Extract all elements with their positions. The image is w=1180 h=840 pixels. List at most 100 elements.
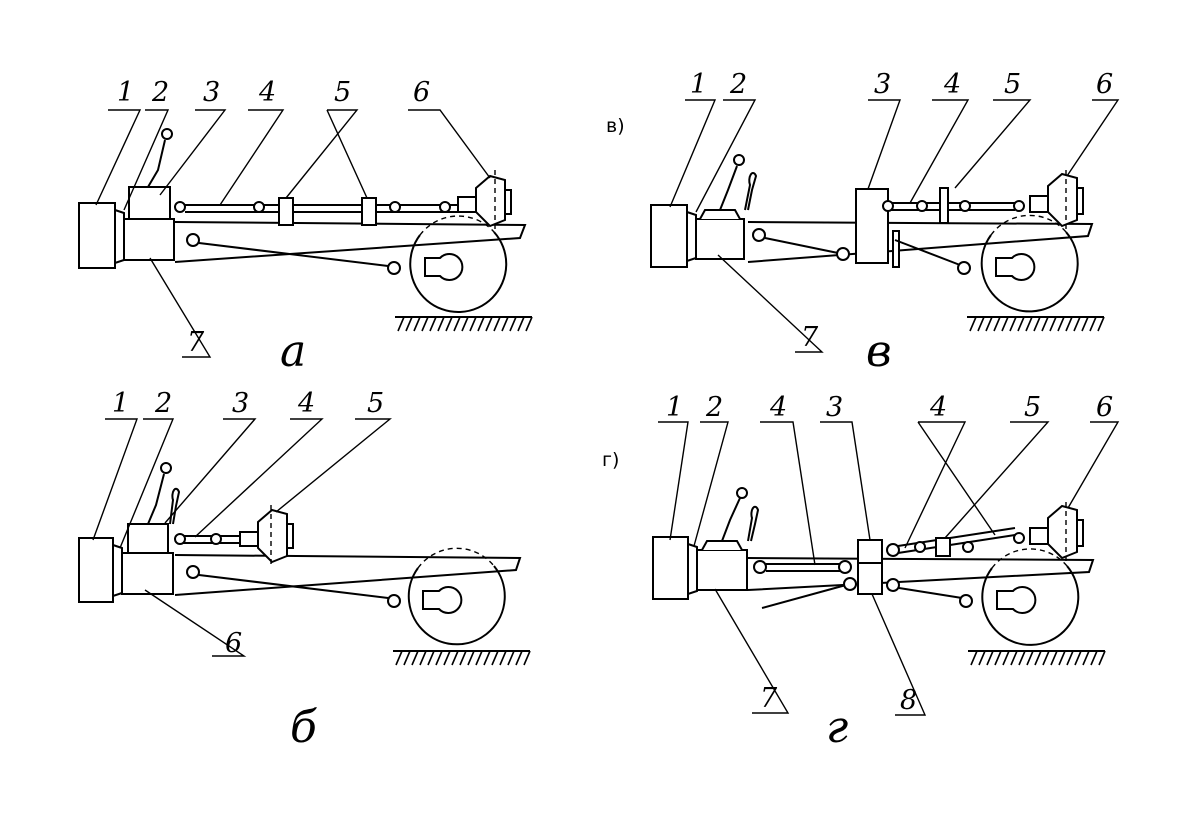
final-drive-v: [1047, 172, 1078, 228]
label-b-3: 3: [232, 388, 249, 419]
ground-hatch-b: [395, 650, 531, 666]
front-drive-cover-b: [287, 523, 294, 549]
aux-lever-g: [747, 505, 760, 542]
joint-a3: [389, 201, 401, 213]
gear-lever-a: [147, 139, 166, 188]
rear-shaft-g1: [766, 563, 840, 572]
leaders-v: [669, 99, 1120, 353]
pivot-b2: [387, 594, 401, 608]
front-shaft-g: [761, 584, 847, 609]
link-rod-v2: [894, 239, 961, 266]
gear-lever-v: [719, 165, 738, 211]
front-drive-b: [257, 508, 288, 564]
aux-lever-v: [744, 172, 758, 211]
label-g-1: 1: [666, 392, 683, 423]
ground-hatch-v: [969, 316, 1105, 332]
link-rod-b: [198, 574, 389, 599]
label-v-4: 4: [943, 69, 961, 100]
final-drive-g: [1047, 504, 1078, 560]
panel-a: 1 2 3 4 5 6 7 а: [78, 77, 533, 377]
final-drive-cover-v: [1077, 187, 1084, 215]
gearbox-top-g: [701, 540, 743, 551]
leaders-b: [92, 418, 392, 657]
wheel-b: [407, 565, 506, 646]
wheel-a: [409, 231, 508, 313]
caption-v: в: [866, 326, 892, 377]
final-drive-cover-a: [505, 189, 512, 215]
support-bearing-a1: [278, 197, 294, 226]
gear-lever-g: [721, 497, 741, 542]
label-v-5: 5: [1004, 69, 1021, 100]
label-g-4b: 4: [929, 392, 947, 423]
label-a-2: 2: [151, 77, 169, 108]
engine-v: [650, 204, 688, 268]
gearbox-a: [123, 218, 175, 261]
joint-g3: [962, 541, 974, 553]
pivot-g2: [838, 560, 852, 574]
joint-b1: [174, 533, 186, 545]
joint-g2: [914, 541, 926, 553]
support-bearing-a2: [361, 197, 377, 226]
aux-lever-b: [169, 487, 181, 525]
gear-lever-b: [147, 473, 165, 525]
label-g-4a: 4: [769, 392, 787, 423]
leaders-g: [658, 421, 1120, 716]
engine-g: [652, 536, 689, 600]
clutch-g: [687, 542, 698, 596]
label-g-5: 5: [1024, 392, 1041, 423]
hub-g: [996, 586, 1037, 614]
label-b-5: 5: [367, 388, 384, 419]
hub-a: [424, 253, 464, 281]
joint-a4: [439, 201, 451, 213]
transfer-case-v: [855, 188, 889, 264]
joint-v2: [916, 200, 928, 212]
joint-v3: [959, 200, 971, 212]
label-v-2: 2: [729, 69, 747, 100]
pivot-g1: [753, 560, 767, 574]
pivot-g3: [843, 577, 857, 591]
joint-a2: [253, 201, 265, 213]
brake-disc-v: [892, 230, 900, 268]
panel-g: г) 1 2 4 3: [602, 392, 1120, 753]
clutch-a: [114, 208, 125, 265]
joint-b2: [210, 533, 222, 545]
pivot-v1: [752, 228, 766, 242]
label-g-6: 6: [1096, 392, 1113, 423]
link-rod-v1: [764, 237, 839, 254]
label-v-7: 7: [801, 322, 819, 353]
frame-v: [747, 221, 1094, 263]
transfer-case-g: [857, 539, 883, 595]
link-rod-g: [898, 587, 963, 599]
joint-g4: [1013, 532, 1025, 544]
label-v-6: 6: [1096, 69, 1113, 100]
ground-hatch-a: [397, 316, 533, 332]
joint-a1: [174, 201, 186, 213]
wheel-hidden-a: [419, 215, 495, 236]
joint-v1: [882, 200, 894, 212]
leaders-a: [95, 109, 491, 358]
lever-knob-b: [160, 462, 172, 474]
wheel-hidden-v: [990, 214, 1067, 236]
gearbox-v: [695, 218, 745, 260]
gearbox-b: [121, 552, 174, 595]
label-a-7: 7: [187, 327, 205, 358]
caption-b: б: [290, 702, 317, 753]
sublabel-g: г): [602, 449, 619, 471]
pivot-v2: [836, 247, 850, 261]
support-bearing-g: [935, 537, 951, 557]
frame-g: [747, 557, 1095, 591]
label-v-3: 3: [874, 69, 891, 100]
wheel-v: [980, 231, 1079, 313]
label-g-2: 2: [705, 392, 723, 423]
label-a-1: 1: [117, 77, 134, 108]
axle-neck-v: [1029, 195, 1049, 213]
axle-neck-g: [1029, 527, 1049, 545]
label-a-5: 5: [334, 77, 351, 108]
transfer-case-a: [128, 186, 171, 220]
pivot-a1: [186, 233, 200, 247]
label-g-7: 7: [760, 683, 778, 714]
axle-neck-a: [457, 196, 477, 213]
pivot-b1: [186, 565, 200, 579]
